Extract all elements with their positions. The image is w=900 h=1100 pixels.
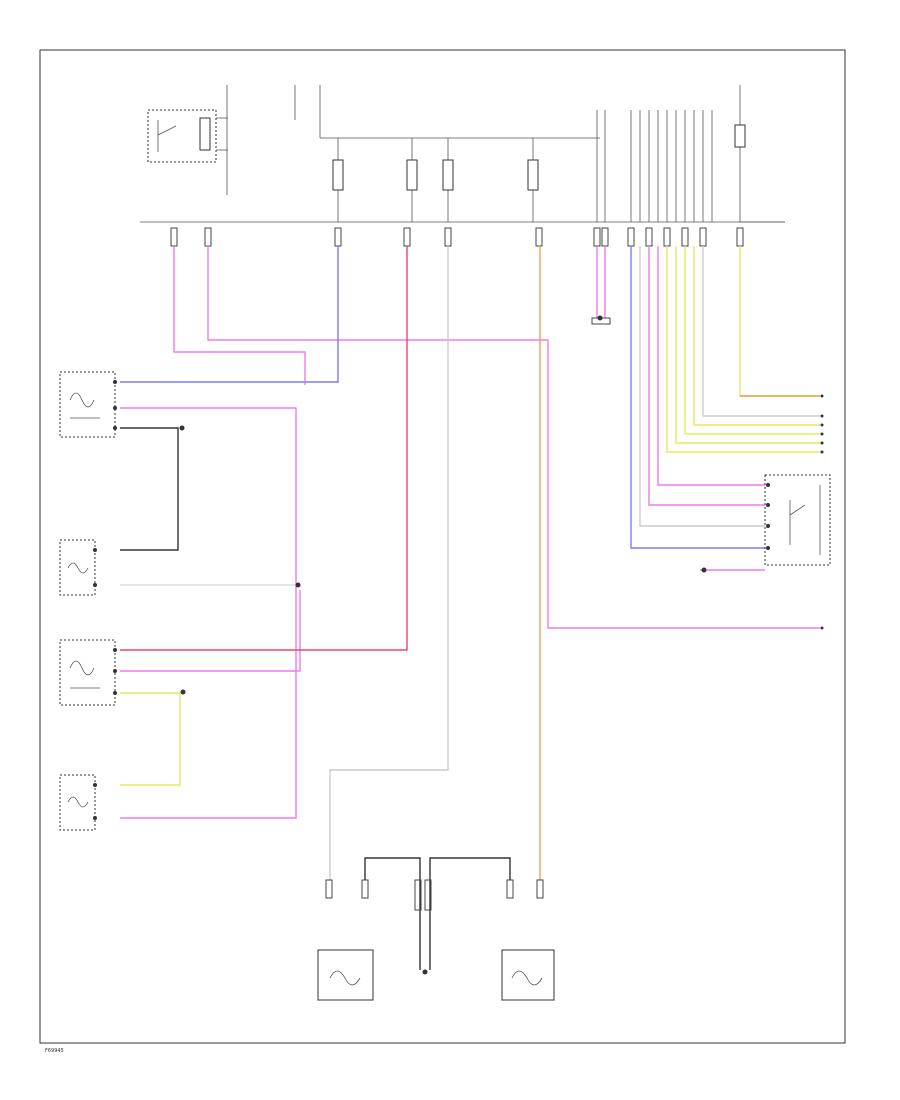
connector-icon	[596, 110, 713, 222]
wire-white-4	[702, 246, 820, 417]
connector-icon	[820, 394, 824, 630]
lamp-bulb-icon	[317, 879, 374, 1001]
lamp-bulb-icon	[59, 539, 97, 596]
wire-yellow-left	[120, 692, 181, 786]
wire-yellow-2	[675, 246, 820, 444]
wire-pink-3	[120, 407, 297, 819]
wire-black-3	[429, 857, 511, 970]
wire-pink-4	[120, 590, 301, 672]
relay-switch-icon	[147, 109, 228, 163]
wire-yellow-4	[693, 246, 820, 426]
wire-yellow-1	[666, 246, 820, 453]
lamp-bulb-icon	[59, 371, 117, 438]
wire-yellow-5	[739, 246, 820, 397]
wire-yellow-3	[684, 246, 820, 435]
wire-pink-8	[657, 246, 765, 486]
wire-pink-2	[207, 246, 820, 629]
wire-pink-7	[648, 246, 765, 506]
wire-blue-2	[630, 246, 765, 549]
wire-blue	[120, 246, 339, 383]
bus-connectors	[170, 227, 744, 247]
wire-black-2	[364, 857, 421, 970]
lamp-bulb-icon	[59, 639, 117, 706]
wire-red	[120, 246, 408, 651]
wire-pink-1	[173, 246, 306, 385]
lamp-bulb-icon	[501, 879, 555, 1001]
lamp-bulb-icon	[59, 774, 97, 831]
diagram-id: F69945	[45, 1048, 64, 1054]
ground-icon	[179, 315, 707, 975]
diagram-frame	[39, 49, 846, 1044]
wire-black-1	[120, 427, 179, 551]
wire-white-3	[639, 246, 765, 527]
wire-white	[329, 246, 449, 880]
relay-switch-icon	[764, 474, 831, 566]
